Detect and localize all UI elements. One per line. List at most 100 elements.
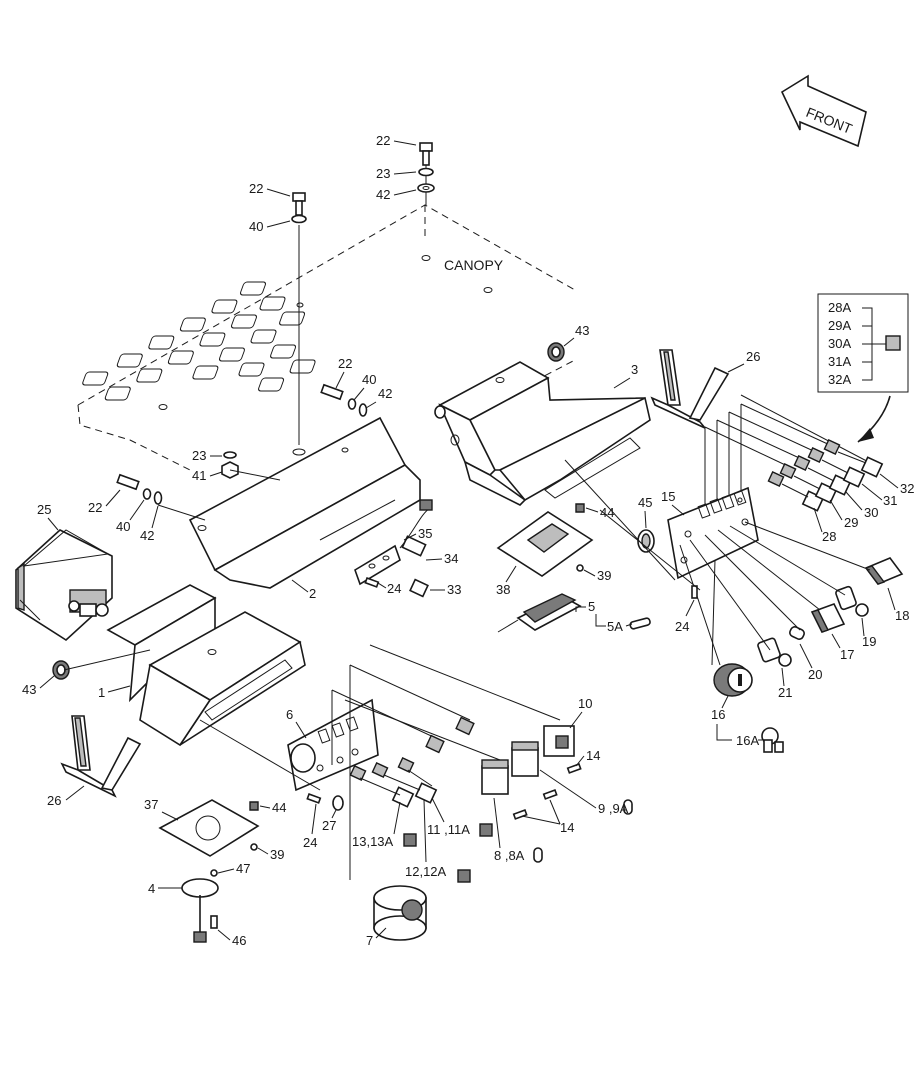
part-5-light bbox=[497, 593, 582, 633]
callout-6: 6 bbox=[286, 707, 293, 722]
callout-2: 2 bbox=[309, 586, 316, 601]
callout-16A: 16A bbox=[736, 733, 759, 748]
bolt-22-left bbox=[116, 473, 163, 505]
canopy-window-grid bbox=[82, 281, 316, 401]
switch-17 bbox=[810, 603, 846, 633]
callout-44a: 44 bbox=[600, 505, 614, 520]
part-1-console-box bbox=[106, 584, 306, 747]
part-7-socket bbox=[373, 885, 427, 941]
bolt-22-mid bbox=[320, 383, 368, 417]
part-3-console-box bbox=[434, 361, 651, 506]
screw-44-right bbox=[575, 503, 585, 513]
relay-10 bbox=[543, 725, 575, 757]
grommet-43-top bbox=[547, 342, 565, 362]
callout-9-9A: 9 ,9A bbox=[598, 801, 629, 816]
grommet-43-left bbox=[52, 660, 70, 680]
callout-34: 34 bbox=[444, 551, 458, 566]
callout-47: 47 bbox=[236, 861, 250, 876]
screw-39-right bbox=[576, 564, 584, 572]
callout-29A: 29A bbox=[828, 318, 851, 333]
nut-41 bbox=[221, 451, 239, 479]
callout-25: 25 bbox=[37, 502, 51, 517]
callout-8-8A: 8 ,8A bbox=[494, 848, 525, 863]
part-15-switch-panel bbox=[667, 486, 759, 580]
lens-27 bbox=[332, 795, 344, 811]
part-4-horn bbox=[181, 878, 219, 943]
callout-33: 33 bbox=[447, 582, 461, 597]
callout-29: 29 bbox=[844, 515, 858, 530]
screws-14 bbox=[512, 763, 582, 820]
callout-32: 32 bbox=[900, 481, 914, 496]
part-26-bracket-top bbox=[650, 349, 730, 429]
relay-8 bbox=[481, 759, 509, 795]
callout-40b: 40 bbox=[362, 372, 376, 387]
callout-22b: 22 bbox=[249, 181, 263, 196]
callout-24b: 24 bbox=[303, 835, 317, 850]
switch-18 bbox=[864, 557, 904, 585]
callout-23a: 23 bbox=[376, 166, 390, 181]
callout-19: 19 bbox=[862, 634, 876, 649]
bolt-stack-top-right bbox=[417, 142, 435, 205]
callout-37: 37 bbox=[144, 797, 158, 812]
callout-21: 21 bbox=[778, 685, 792, 700]
callout-28A: 28A bbox=[828, 300, 851, 315]
callout-26b: 26 bbox=[47, 793, 61, 808]
bolt-stack-top-left bbox=[291, 192, 307, 445]
callout-40a: 40 bbox=[249, 219, 263, 234]
part-25-work-light bbox=[15, 529, 113, 642]
bulb-5A bbox=[629, 617, 651, 630]
callout-46: 46 bbox=[232, 933, 246, 948]
callout-40c: 40 bbox=[116, 519, 130, 534]
screw-39-center bbox=[250, 843, 258, 851]
switch-21 bbox=[757, 637, 792, 667]
callout-31A: 31A bbox=[828, 354, 851, 369]
harness-connectors-28-32 bbox=[704, 394, 884, 512]
callout-labels: 22 23 42 22 40 22 40 42 23 41 22 40 42 2… bbox=[22, 133, 914, 948]
callout-22d: 22 bbox=[88, 500, 102, 515]
callout-14b: 14 bbox=[560, 820, 574, 835]
screw-24-left bbox=[364, 577, 380, 588]
part-37-plate bbox=[158, 799, 260, 857]
callout-5: 5 bbox=[588, 599, 595, 614]
callout-15: 15 bbox=[661, 489, 675, 504]
front-arrow-icon: FRONT bbox=[780, 74, 867, 148]
callout-42c: 42 bbox=[140, 528, 154, 543]
callout-45: 45 bbox=[638, 495, 652, 510]
callout-14a: 14 bbox=[586, 748, 600, 763]
part-6-switch-panel bbox=[287, 698, 379, 792]
callout-27: 27 bbox=[322, 818, 336, 833]
bulbs-small bbox=[403, 799, 633, 883]
canopy-outline: CANOPY bbox=[77, 204, 576, 471]
callout-41: 41 bbox=[192, 468, 206, 483]
callout-30: 30 bbox=[864, 505, 878, 520]
callout-10: 10 bbox=[578, 696, 592, 711]
harness-center bbox=[331, 644, 561, 880]
callout-16: 16 bbox=[711, 707, 725, 722]
callout-43a: 43 bbox=[22, 682, 36, 697]
callout-43b: 43 bbox=[575, 323, 589, 338]
callout-1: 1 bbox=[98, 685, 105, 700]
callout-31: 31 bbox=[883, 493, 897, 508]
callout-42b: 42 bbox=[378, 386, 392, 401]
callout-4: 4 bbox=[148, 881, 155, 896]
callout-39a: 39 bbox=[597, 568, 611, 583]
screws-46-47 bbox=[210, 869, 218, 929]
callout-42a: 42 bbox=[376, 187, 390, 202]
ignition-16 bbox=[713, 663, 753, 697]
key-16A bbox=[761, 727, 784, 753]
callout-35: 35 bbox=[418, 526, 432, 541]
switch-19 bbox=[835, 585, 869, 617]
callout-44b: 44 bbox=[272, 800, 286, 815]
part-38-bezel bbox=[496, 511, 594, 577]
callout-30A: 30A bbox=[828, 336, 851, 351]
callout-39b: 39 bbox=[270, 847, 284, 862]
callout-24c: 24 bbox=[675, 619, 689, 634]
callout-3: 3 bbox=[631, 362, 638, 377]
callout-28: 28 bbox=[822, 529, 836, 544]
callout-13-13A: 13,13A bbox=[352, 834, 394, 849]
callout-22a: 22 bbox=[376, 133, 390, 148]
callout-38: 38 bbox=[496, 582, 510, 597]
callout-32A: 32A bbox=[828, 372, 851, 387]
